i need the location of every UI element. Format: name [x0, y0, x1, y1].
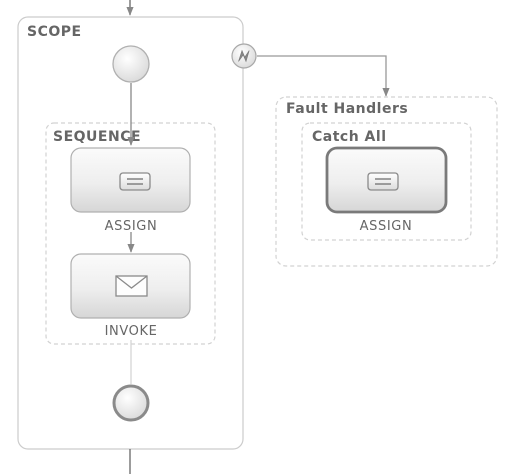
invoke-label: INVOKE — [105, 324, 158, 339]
scope-title: SCOPE — [27, 24, 82, 40]
invoke-activity[interactable]: INVOKE — [70, 253, 191, 339]
start-event-circle[interactable] — [112, 45, 150, 83]
envelope-icon — [115, 275, 148, 297]
fault-lightning-icon[interactable] — [231, 43, 257, 69]
assign-label: ASSIGN — [105, 219, 158, 234]
sequence-title: SEQUENCE — [53, 129, 141, 145]
fault-handlers-title: Fault Handlers — [286, 101, 408, 117]
catch-all-container[interactable]: Catch All — [301, 122, 472, 241]
catch-assign-label: ASSIGN — [360, 219, 413, 234]
assign-activity[interactable]: ASSIGN — [70, 147, 191, 234]
fault-handler-connector[interactable] — [257, 55, 390, 97]
fault-handlers-container[interactable]: Fault Handlers — [275, 96, 498, 267]
assign-icon — [367, 172, 399, 191]
sequence-frame — [45, 122, 216, 345]
catch-assign-activity[interactable]: ASSIGN — [325, 146, 448, 234]
catch-all-title: Catch All — [312, 129, 387, 145]
end-event-circle[interactable] — [112, 384, 150, 422]
fault-handlers-frame — [275, 96, 498, 267]
sequence-container[interactable]: SEQUENCE — [45, 122, 216, 345]
assign-icon — [119, 172, 151, 191]
